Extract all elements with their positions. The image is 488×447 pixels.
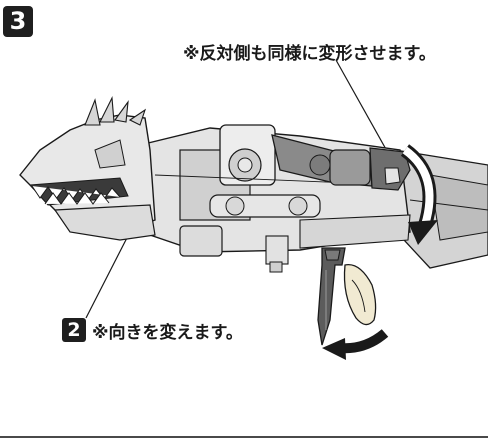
- curved-rotate-arrow-icon: [400, 144, 438, 245]
- page-divider: [0, 436, 488, 438]
- sub-step-badge: 2: [62, 318, 86, 342]
- bottom-instruction-note: ※向きを変えます。: [92, 322, 243, 343]
- cream-claw-part: [343, 264, 377, 326]
- grip-part: [317, 247, 346, 346]
- top-leader-line: [335, 59, 393, 161]
- curved-turn-arrow-icon: [322, 329, 389, 360]
- gray-arm: [271, 134, 411, 191]
- bottom-leader-line: [85, 225, 134, 319]
- step-number-badge: 3: [3, 6, 33, 37]
- top-instruction-note: ※反対側も同様に変形させます。: [183, 44, 436, 64]
- bottom-instruction: 2 ※向きを変えます。: [62, 317, 243, 343]
- robot-body: [139, 124, 411, 273]
- dragon-head: [19, 95, 156, 241]
